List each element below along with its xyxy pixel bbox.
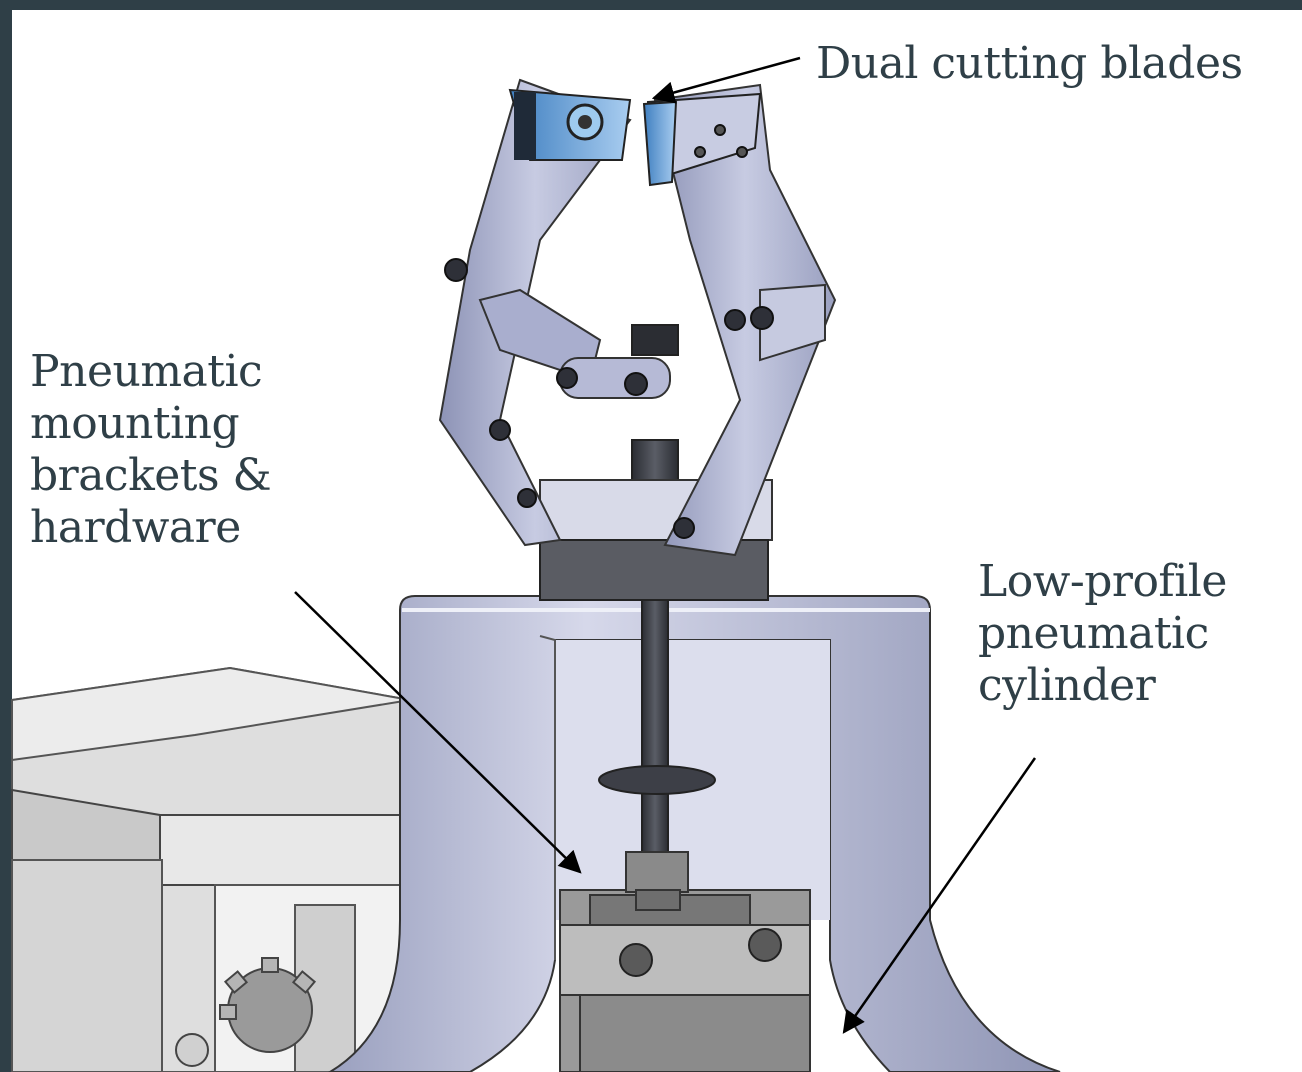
brackets-leader-arrow <box>294 591 582 874</box>
cutting-blades <box>508 88 762 187</box>
label-low-profile-cylinder: Low-profile pneumatic cylinder <box>978 556 1227 711</box>
label-pneumatic-mounting-brackets: Pneumatic mounting brackets & hardware <box>30 346 272 553</box>
gear-icon <box>175 957 317 1067</box>
blades-leader-arrow <box>651 56 801 104</box>
cylinder-leader-arrow <box>842 757 1037 1034</box>
pivot-pins <box>444 124 774 539</box>
label-dual-cutting-blades: Dual cutting blades <box>816 38 1243 89</box>
gear-housing <box>11 666 411 1072</box>
pneumatic-cylinder <box>559 889 811 1072</box>
